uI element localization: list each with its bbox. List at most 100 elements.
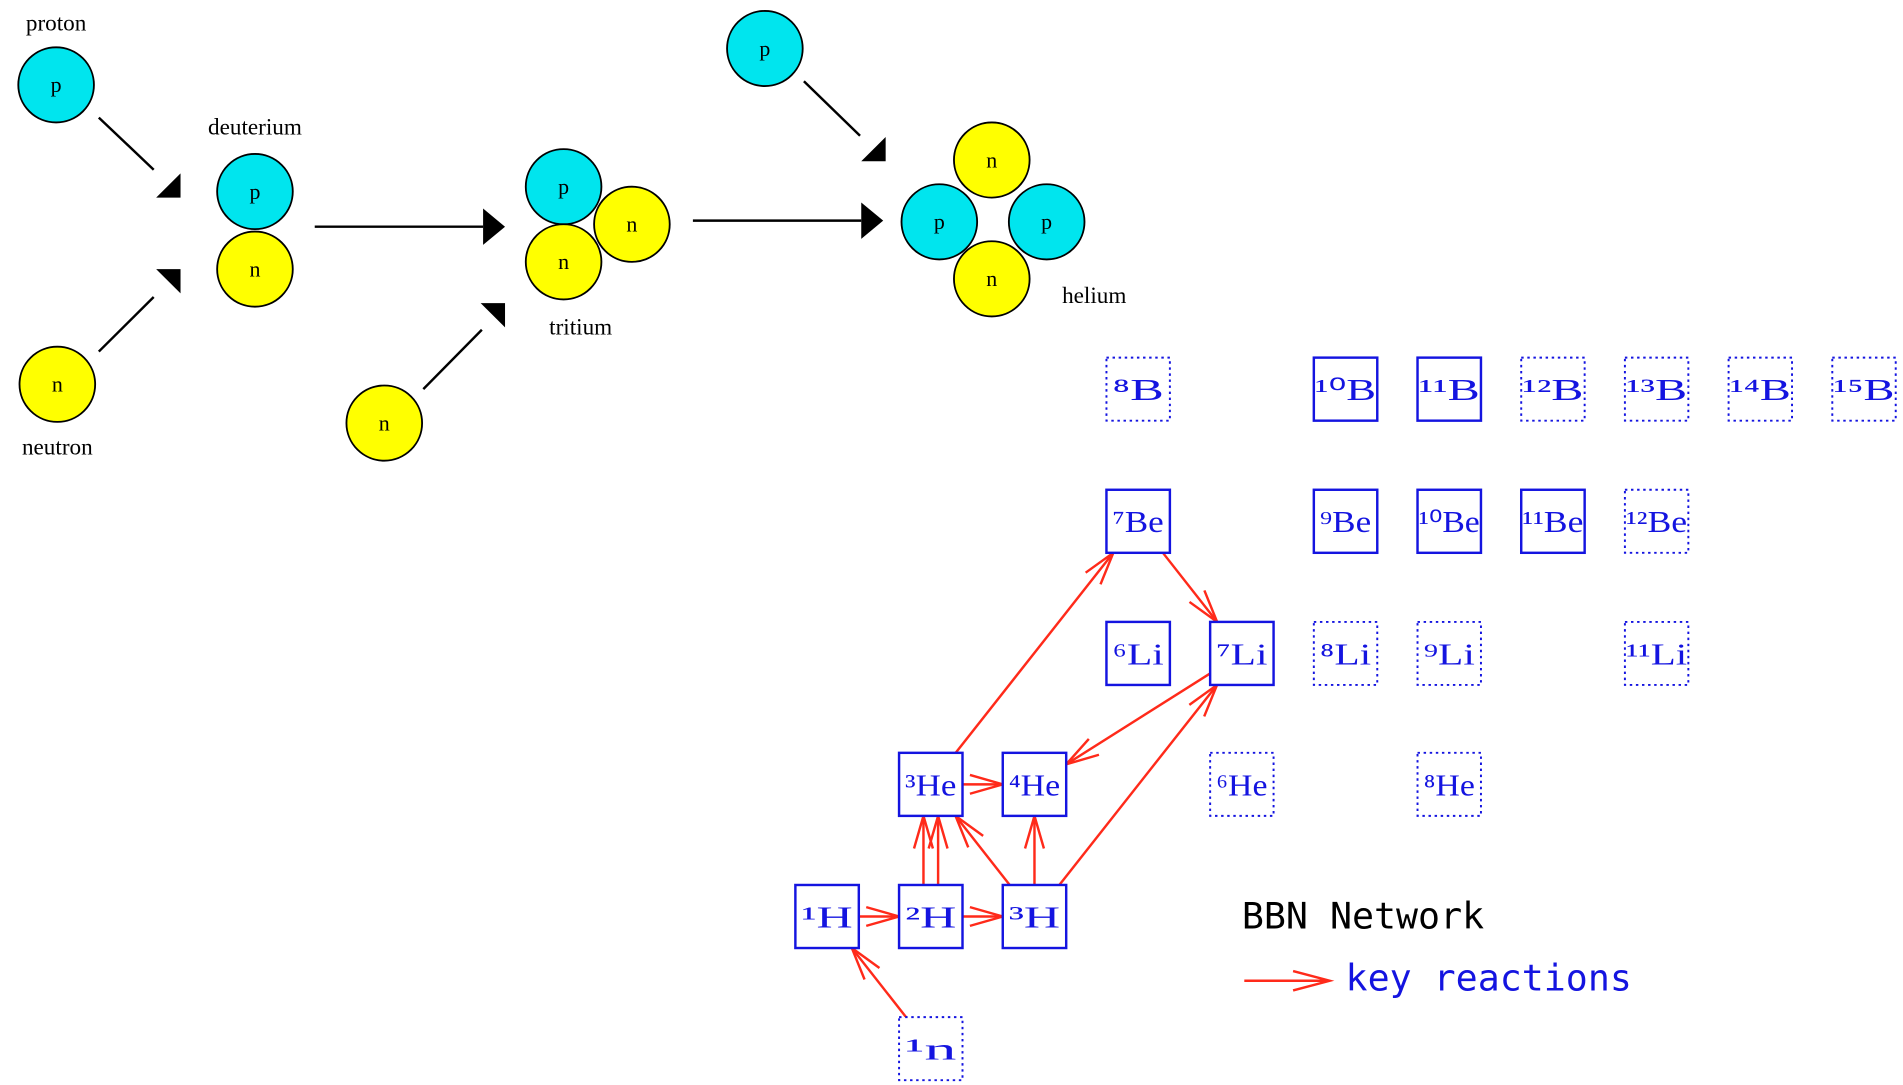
proton-to-deuterium-arrow (97, 116, 155, 171)
reaction-H3-to-He3 (952, 812, 1011, 886)
neutron-label: neutron (22, 434, 93, 460)
isotope-box (1520, 356, 1586, 422)
proton-arrowhead (156, 173, 181, 198)
isotope-label: ¹²B (1522, 373, 1583, 407)
isotope-He3: ³He (897, 751, 964, 818)
isotope-He4: ⁴He (1001, 751, 1068, 818)
isotope-box (1312, 356, 1379, 422)
isotope-box (1416, 751, 1482, 817)
proton-symbol: p (249, 180, 260, 204)
isotope-Be10: ¹⁰Be (1416, 488, 1483, 555)
isotope-Be9: ⁹Be (1312, 488, 1379, 555)
isotope-label: ³H (1009, 900, 1060, 934)
neutron-circle (216, 230, 294, 308)
isotope-box (1623, 488, 1690, 554)
isotope-n1: ¹n (898, 1016, 964, 1082)
legend-key-label: key reactions (1346, 957, 1632, 1000)
isotope-B13: ¹³B (1623, 356, 1690, 422)
isotope-box (1105, 620, 1172, 687)
isotope-H1: ¹H (794, 883, 861, 950)
neutron-symbol: n (986, 267, 997, 291)
isotope-box (1001, 751, 1068, 818)
isotope-box (1416, 356, 1483, 422)
isotope-B15: ¹⁵B (1831, 356, 1897, 422)
neutron-symbol: n (379, 411, 390, 435)
reaction-H1-to-H2 (858, 905, 904, 928)
neutron-circle (953, 240, 1031, 318)
isotope-label: ⁹Li (1424, 637, 1475, 671)
isotope-B14: ¹⁴B (1727, 356, 1794, 422)
isotope-Li8: ⁸Li (1312, 620, 1379, 686)
isotope-label: ¹²Be (1626, 505, 1687, 539)
isotope-box (1831, 356, 1897, 422)
isotope-B12: ¹²B (1520, 356, 1586, 422)
isotope-B8: ⁸B (1105, 356, 1171, 422)
reaction-H2-to-H3 (962, 905, 1008, 928)
proton-circle (726, 10, 804, 87)
isotope-box (1209, 751, 1275, 817)
isotope-Li6: ⁶Li (1105, 620, 1172, 687)
proton-circle (1007, 183, 1086, 261)
neutron-circle (345, 384, 424, 462)
isotope-H2: ²H (897, 883, 964, 950)
neutron-circle (953, 121, 1031, 199)
isotope-label: ⁸B (1113, 373, 1164, 407)
isotope-box (897, 751, 964, 818)
isotope-He6: ⁶He (1209, 751, 1275, 817)
isotope-label: ⁸He (1424, 768, 1475, 802)
particle-neutron-1: n (18, 345, 97, 423)
isotope-label: ¹⁰Be (1419, 505, 1480, 539)
isotope-label: ³He (905, 768, 956, 802)
tritium-nucleus: p n n (524, 148, 671, 301)
isotope-box (1105, 488, 1172, 555)
neutron-symbol: n (52, 373, 63, 397)
isotope-box (1519, 488, 1586, 555)
isotope-Be7: ⁷Be (1105, 488, 1172, 555)
neutron-to-deuterium-arrow (97, 296, 155, 353)
isotope-box (1312, 488, 1379, 555)
isotope-He8: ⁸He (1416, 751, 1482, 817)
tritium-label: tritium (549, 314, 612, 340)
isotope-box (898, 1016, 964, 1082)
legend-title: BBN Network (1242, 895, 1484, 938)
isotope-label: ⁶Li (1113, 637, 1164, 671)
isotope-label: ¹¹Li (1626, 637, 1687, 671)
isotope-box (1416, 488, 1483, 555)
isotope-B10: ¹⁰B (1312, 356, 1379, 422)
isotope-Be11: ¹¹Be (1519, 488, 1586, 555)
isotope-B11: ¹¹B (1416, 356, 1483, 422)
deuterium-label: deuterium (208, 114, 302, 140)
proton2-arrowhead (861, 136, 886, 162)
reaction-H3-to-Li7 (1058, 681, 1220, 886)
isotope-Be12: ¹²Be (1623, 488, 1690, 554)
isotope-box (794, 883, 861, 950)
isotope-label: ⁸Li (1320, 637, 1371, 671)
isotope-box (897, 883, 964, 950)
neutron-symbol: n (626, 213, 637, 237)
reaction-arrows (849, 549, 1220, 1018)
particle-proton-2: p (726, 10, 804, 87)
neutron-circle (18, 345, 97, 423)
neutron-symbol: n (558, 250, 569, 274)
isotope-label: ¹⁵B (1834, 373, 1895, 407)
neutron-symbol: n (249, 257, 260, 281)
isotope-label: ⁶He (1216, 768, 1267, 802)
isotope-label: ⁷Be (1113, 505, 1164, 539)
reaction-Li7-to-He4 (1062, 672, 1211, 767)
isotope-box (1727, 356, 1794, 422)
neutron-symbol: n (986, 148, 997, 172)
neutron2-to-tritium-arrow (422, 328, 483, 390)
particle-proton-1: p (17, 46, 95, 124)
legend: BBN Network key reactions (1242, 895, 1632, 1000)
proton-symbol: p (759, 37, 770, 61)
proton-label: proton (26, 9, 87, 35)
isotope-H3: ³H (1001, 883, 1068, 950)
isotope-box (1208, 620, 1275, 687)
proton-circle (17, 46, 95, 124)
reaction-n1-to-H1 (849, 944, 908, 1018)
reaction-H3-to-He4 (1023, 811, 1046, 885)
isotope-label: ¹¹Be (1522, 505, 1583, 539)
